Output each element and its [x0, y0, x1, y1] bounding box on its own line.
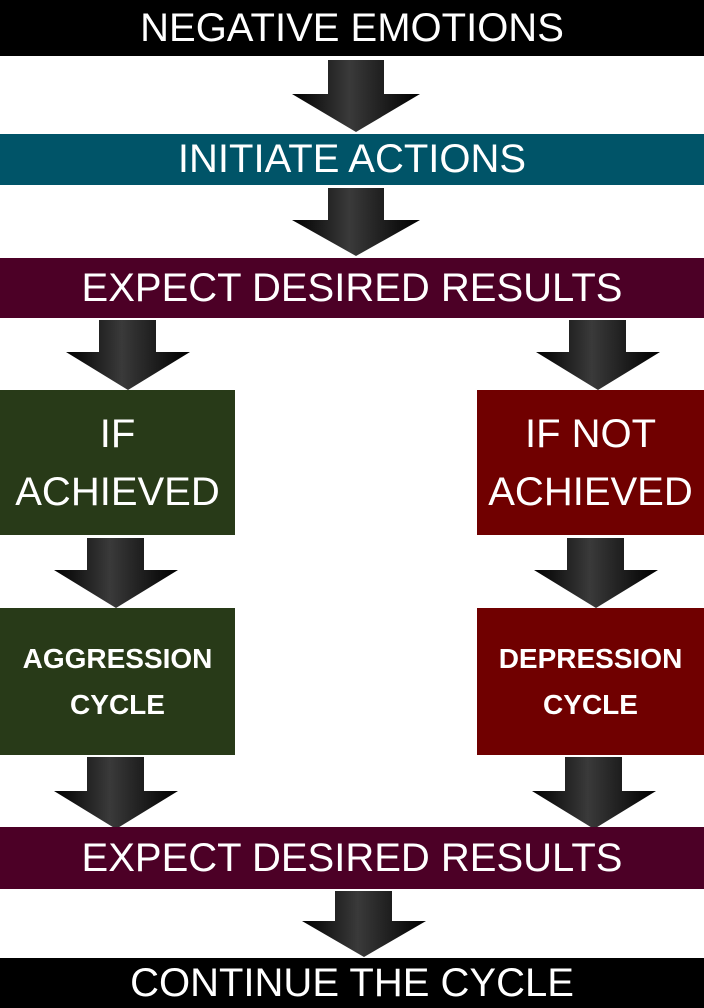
- depression-cycle-line1: DEPRESSION: [498, 642, 683, 674]
- step-expect-results-top: EXPECT DESIRED RESULTS: [0, 258, 704, 318]
- step-initiate-actions-label: INITIATE ACTIONS: [177, 137, 527, 181]
- down-arrow-icon: [66, 320, 190, 390]
- condition-not-achieved-line1: IF NOT: [524, 411, 657, 456]
- down-arrow-icon: [54, 538, 178, 608]
- condition-achieved-box: IF ACHIEVED: [0, 390, 235, 535]
- condition-achieved-line1: IF: [99, 411, 136, 456]
- aggression-cycle-line2: CYCLE: [70, 688, 165, 720]
- depression-cycle-line2: CYCLE: [543, 688, 638, 720]
- aggression-cycle-line1: AGGRESSION: [22, 642, 213, 674]
- step-expect-results-bottom-label: EXPECT DESIRED RESULTS: [81, 835, 623, 880]
- condition-achieved-line2: ACHIEVED: [15, 469, 220, 514]
- step-negative-emotions: NEGATIVE EMOTIONS: [0, 0, 704, 56]
- down-arrow-icon: [532, 757, 656, 829]
- step-continue-cycle-label: CONTINUE THE CYCLE: [130, 960, 574, 1005]
- down-arrow-icon: [292, 60, 420, 132]
- step-initiate-actions: INITIATE ACTIONS: [0, 134, 704, 185]
- step-negative-emotions-label: NEGATIVE EMOTIONS: [140, 5, 564, 50]
- down-arrow-icon: [302, 891, 426, 957]
- aggression-cycle-box: AGGRESSION CYCLE: [0, 608, 235, 755]
- down-arrow-icon: [54, 757, 178, 829]
- down-arrow-icon: [536, 320, 660, 390]
- step-continue-cycle: CONTINUE THE CYCLE: [0, 958, 704, 1008]
- depression-cycle-box: DEPRESSION CYCLE: [477, 608, 704, 755]
- step-expect-results-top-label: EXPECT DESIRED RESULTS: [81, 265, 623, 310]
- down-arrow-icon: [534, 538, 658, 608]
- condition-not-achieved-box: IF NOT ACHIEVED: [477, 390, 704, 535]
- condition-not-achieved-line2: ACHIEVED: [488, 469, 693, 514]
- step-expect-results-bottom: EXPECT DESIRED RESULTS: [0, 827, 704, 889]
- down-arrow-icon: [292, 188, 420, 256]
